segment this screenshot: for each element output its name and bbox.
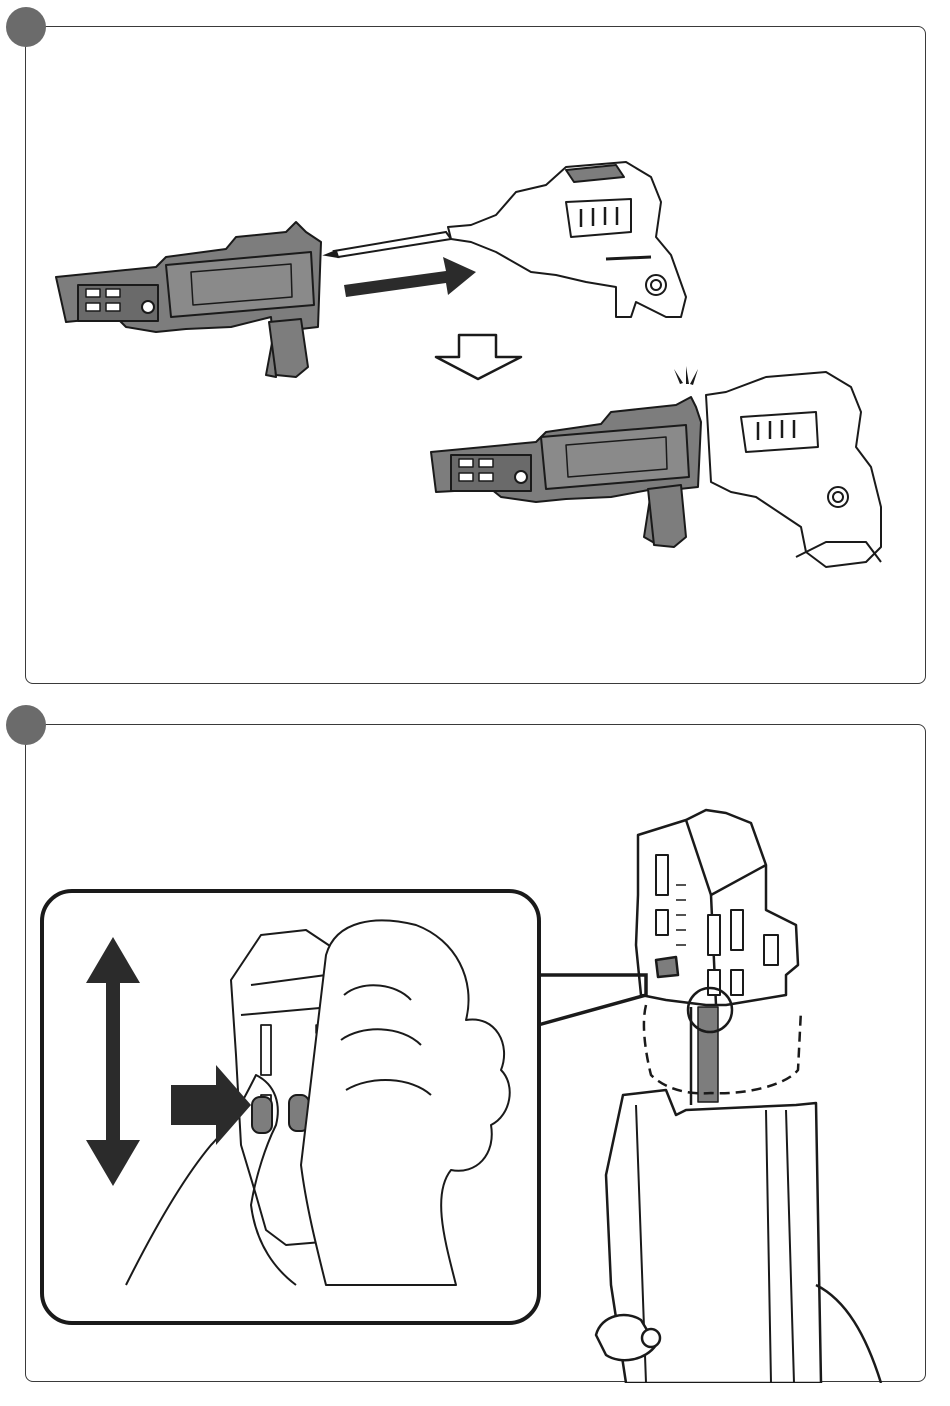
assembled-tool-icon [431, 372, 881, 567]
step-2-illustration [26, 725, 927, 1383]
step-panel-2 [25, 724, 926, 1382]
step-panel-1 [25, 26, 926, 684]
detail-callout-connector [538, 975, 646, 1025]
screwdriver-bit-icon [326, 232, 451, 257]
click-mark-icon [674, 366, 698, 385]
drywall-screwdriver-icon [448, 162, 686, 317]
magazine-attachment-icon [56, 222, 321, 377]
nose-piece-icon [596, 810, 881, 1383]
down-outline-arrow-icon [436, 335, 521, 379]
push-arrow-icon [344, 257, 476, 297]
detail-callout-icon [42, 891, 539, 1323]
step-1-illustration [26, 27, 927, 685]
